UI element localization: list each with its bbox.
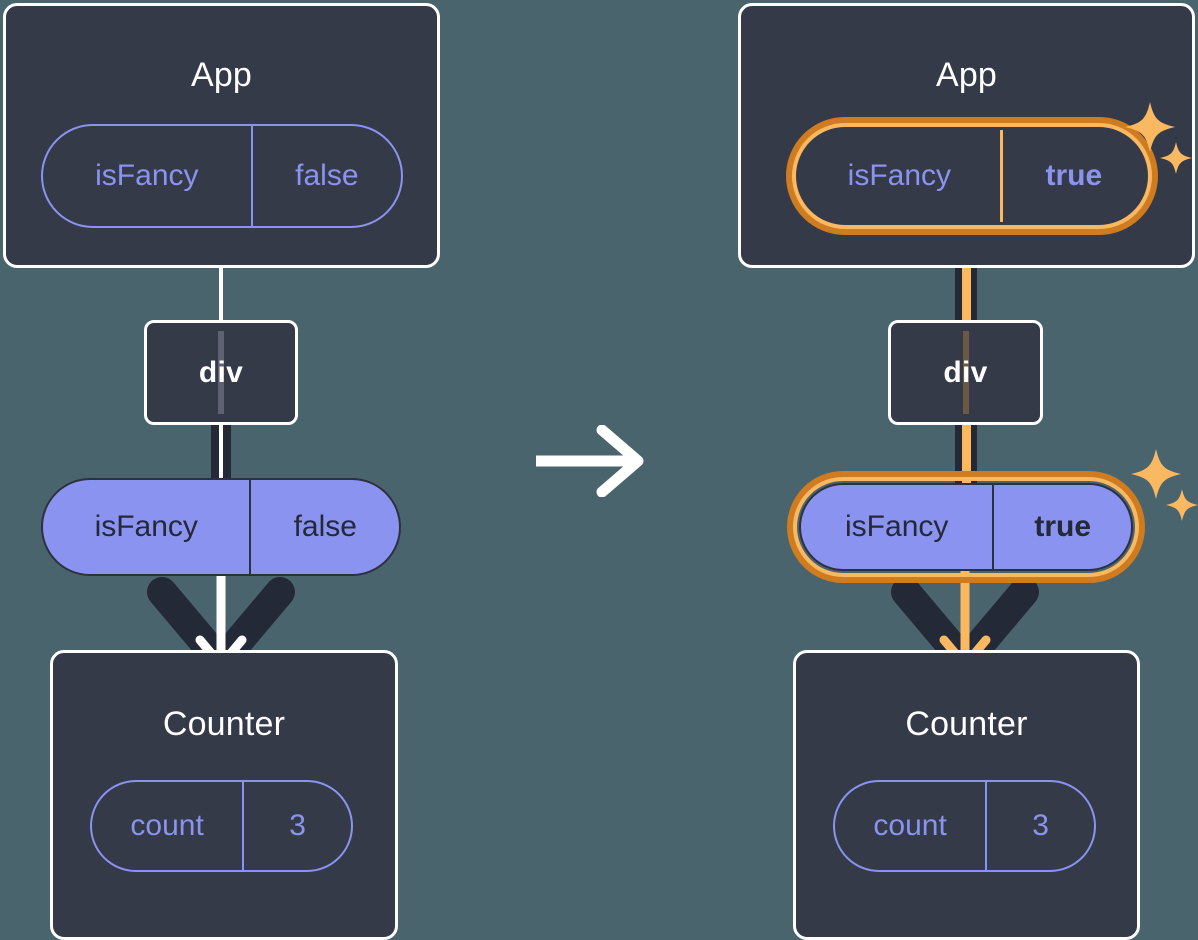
div-inner-marker-after	[962, 331, 969, 414]
sparkle-large-icon	[1125, 102, 1175, 152]
counter-state-pill-key-before: count	[130, 809, 204, 842]
sparkle-small-icon	[1166, 489, 1198, 521]
counter-state-pill-after[interactable]: count 3	[833, 780, 1096, 872]
prop-highlight-ring-after	[787, 471, 1145, 583]
div-label-before: div	[198, 355, 244, 389]
wire-div-to-prop-orange-after	[962, 423, 971, 491]
counter-state-pill-value-before: 3	[242, 782, 351, 870]
app-title-after: App	[935, 56, 998, 94]
app-state-pill-after[interactable]: isFancy true	[799, 130, 1145, 222]
sparkle-small-icon	[1160, 142, 1192, 174]
sparkle-large-icon	[1131, 449, 1181, 499]
app-state-pill-key-after: isFancy	[847, 159, 952, 192]
sparkles-app-after	[1124, 98, 1194, 190]
div-label-after: div	[943, 355, 988, 389]
app-state-highlight-ring-after	[786, 117, 1158, 235]
transition-arrow	[530, 424, 650, 498]
prop-pill-key-after: isFancy	[845, 510, 949, 543]
wire-div-to-prop-white-before	[219, 423, 223, 491]
counter-title-after: Counter	[905, 705, 1028, 743]
div-node-after[interactable]: div	[888, 320, 1043, 425]
counter-state-pill-before[interactable]: count 3	[90, 780, 353, 872]
wire-app-to-div-orange-after	[962, 215, 971, 325]
prop-pill-value-before: false	[249, 480, 399, 574]
app-state-pill-key-before: isFancy	[95, 159, 199, 192]
app-state-pill-value-after: true	[999, 130, 1145, 222]
counter-state-pill-value-after: 3	[985, 782, 1094, 870]
counter-title-before: Counter	[162, 705, 286, 743]
app-state-pill-value-before: false	[250, 126, 401, 226]
sparkles-prop-after	[1130, 445, 1198, 537]
counter-state-pill-key-after: count	[873, 809, 947, 842]
wire-app-to-div-before	[219, 266, 223, 322]
app-state-pill-before[interactable]: isFancy false	[41, 124, 403, 228]
prop-pill-after[interactable]: isFancy true	[799, 483, 1133, 571]
app-title-before: App	[190, 56, 253, 94]
prop-pill-before[interactable]: isFancy false	[41, 478, 401, 576]
div-inner-marker-before	[218, 331, 224, 414]
prop-pill-value-after: true	[992, 485, 1131, 569]
right-arrow-icon	[536, 424, 644, 498]
div-node-before[interactable]: div	[144, 320, 298, 425]
diagram-canvas: App isFancy false div isFancy false Coun…	[3, 3, 1198, 940]
prop-pill-key-before: isFancy	[94, 510, 198, 543]
